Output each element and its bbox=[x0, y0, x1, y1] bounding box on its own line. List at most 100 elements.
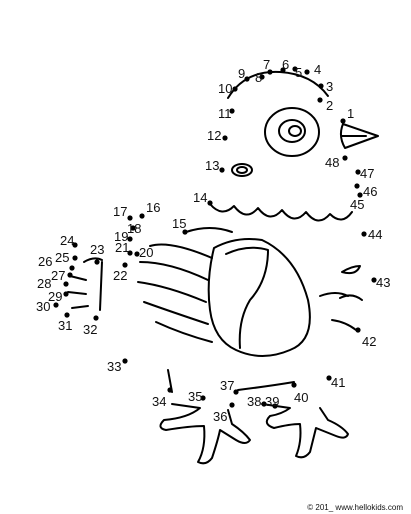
dot-label-42: 42 bbox=[362, 334, 376, 349]
dot-label-30: 30 bbox=[36, 299, 50, 314]
dot-label-39: 39 bbox=[265, 394, 279, 409]
footer-credit: © 201_ www.hellokids.com bbox=[307, 503, 403, 512]
right-foot bbox=[261, 403, 349, 459]
dot-label-24: 24 bbox=[60, 233, 74, 248]
dot-46 bbox=[354, 183, 360, 189]
dot-20 bbox=[134, 251, 140, 257]
dot-label-45: 45 bbox=[350, 197, 364, 212]
dot-label-19: 19 bbox=[114, 229, 128, 244]
dot-label-15: 15 bbox=[172, 216, 186, 231]
neck-frill bbox=[209, 203, 353, 222]
dot-label-5: 5 bbox=[295, 65, 302, 80]
belly-mark-1 bbox=[341, 265, 361, 275]
dot-label-20: 20 bbox=[139, 245, 153, 260]
dot-label-21: 21 bbox=[115, 240, 129, 255]
dot-45 bbox=[357, 192, 363, 198]
dot-2 bbox=[317, 97, 323, 103]
numbered-dots: 1234567891011121314151617181920212223242… bbox=[36, 57, 390, 424]
dot-label-13: 13 bbox=[205, 158, 219, 173]
dot-label-3: 3 bbox=[326, 79, 333, 94]
dot-43 bbox=[371, 277, 377, 283]
dot-38 bbox=[261, 401, 267, 407]
dot-label-43: 43 bbox=[376, 275, 390, 290]
dot-13 bbox=[219, 167, 225, 173]
dot-9 bbox=[244, 76, 250, 82]
dot-34 bbox=[167, 387, 173, 393]
dot-label-34: 34 bbox=[152, 394, 166, 409]
tail-feather-1 bbox=[149, 243, 213, 259]
tail-feather-3 bbox=[137, 281, 207, 303]
crest-arc bbox=[227, 70, 329, 99]
dot-label-22: 22 bbox=[113, 268, 127, 283]
dot-21 bbox=[127, 250, 133, 256]
dot-33 bbox=[122, 358, 128, 364]
dot-48 bbox=[342, 155, 348, 161]
dot-label-37: 37 bbox=[220, 378, 234, 393]
dot-19 bbox=[127, 236, 133, 242]
dot-27 bbox=[67, 272, 73, 278]
dot-label-25: 25 bbox=[55, 250, 69, 265]
dot-label-46: 46 bbox=[363, 184, 377, 199]
dot-44 bbox=[361, 231, 367, 237]
dot-24 bbox=[72, 242, 78, 248]
dot-label-44: 44 bbox=[368, 227, 382, 242]
dot-47 bbox=[355, 169, 361, 175]
dot-30 bbox=[53, 302, 59, 308]
dot-7 bbox=[267, 69, 273, 75]
dot-41 bbox=[326, 375, 332, 381]
dot-8 bbox=[259, 74, 265, 80]
dot-label-17: 17 bbox=[113, 204, 127, 219]
dot-23 bbox=[94, 259, 100, 265]
dot-3 bbox=[318, 83, 324, 89]
dot-37 bbox=[233, 389, 239, 395]
dot-label-18: 18 bbox=[127, 221, 141, 236]
small-claw-edge bbox=[99, 261, 103, 311]
dot-label-33: 33 bbox=[107, 359, 121, 374]
dot-label-2: 2 bbox=[326, 98, 333, 113]
tail-feather-2 bbox=[139, 261, 209, 281]
belly-mark-3 bbox=[339, 294, 363, 301]
dot-label-16: 16 bbox=[146, 200, 160, 215]
belly-mark-4 bbox=[331, 319, 357, 331]
cheek-inner bbox=[236, 166, 248, 174]
eye-pupil bbox=[288, 125, 302, 137]
dot-29 bbox=[63, 291, 69, 297]
wing-inner bbox=[225, 246, 269, 349]
dot-label-23: 23 bbox=[90, 242, 104, 257]
dot-32 bbox=[93, 315, 99, 321]
dot-label-28: 28 bbox=[37, 276, 51, 291]
dot-label-26: 26 bbox=[38, 254, 52, 269]
dot-label-6: 6 bbox=[282, 57, 289, 72]
dot-label-14: 14 bbox=[193, 190, 207, 205]
dot-label-31: 31 bbox=[58, 318, 72, 333]
dot-label-41: 41 bbox=[331, 375, 345, 390]
dot-label-32: 32 bbox=[83, 322, 97, 337]
cheek bbox=[231, 163, 253, 177]
dot-label-38: 38 bbox=[247, 394, 261, 409]
dot-6 bbox=[280, 67, 286, 73]
dot-40 bbox=[291, 382, 297, 388]
dot-label-36: 36 bbox=[213, 409, 227, 424]
eye-outer bbox=[264, 107, 320, 157]
dot-1 bbox=[340, 118, 346, 124]
wing-main bbox=[207, 238, 311, 357]
wing-top bbox=[185, 227, 233, 233]
small-claw bbox=[67, 257, 103, 309]
bottom-line bbox=[237, 381, 295, 391]
dot-label-47: 47 bbox=[360, 166, 374, 181]
dot-28 bbox=[63, 281, 69, 287]
tail-feather-5 bbox=[155, 321, 213, 343]
dot-42 bbox=[355, 327, 361, 333]
dot-10 bbox=[232, 86, 238, 92]
dot-25 bbox=[72, 255, 78, 261]
dot-39 bbox=[272, 403, 278, 409]
dot-14 bbox=[207, 200, 213, 206]
dot-label-27: 27 bbox=[51, 268, 65, 283]
dot-36 bbox=[229, 402, 235, 408]
dot-18 bbox=[130, 225, 136, 231]
dot-label-7: 7 bbox=[263, 57, 270, 72]
dot-16 bbox=[139, 213, 145, 219]
dot-5 bbox=[292, 66, 298, 72]
dot-31 bbox=[64, 312, 70, 318]
